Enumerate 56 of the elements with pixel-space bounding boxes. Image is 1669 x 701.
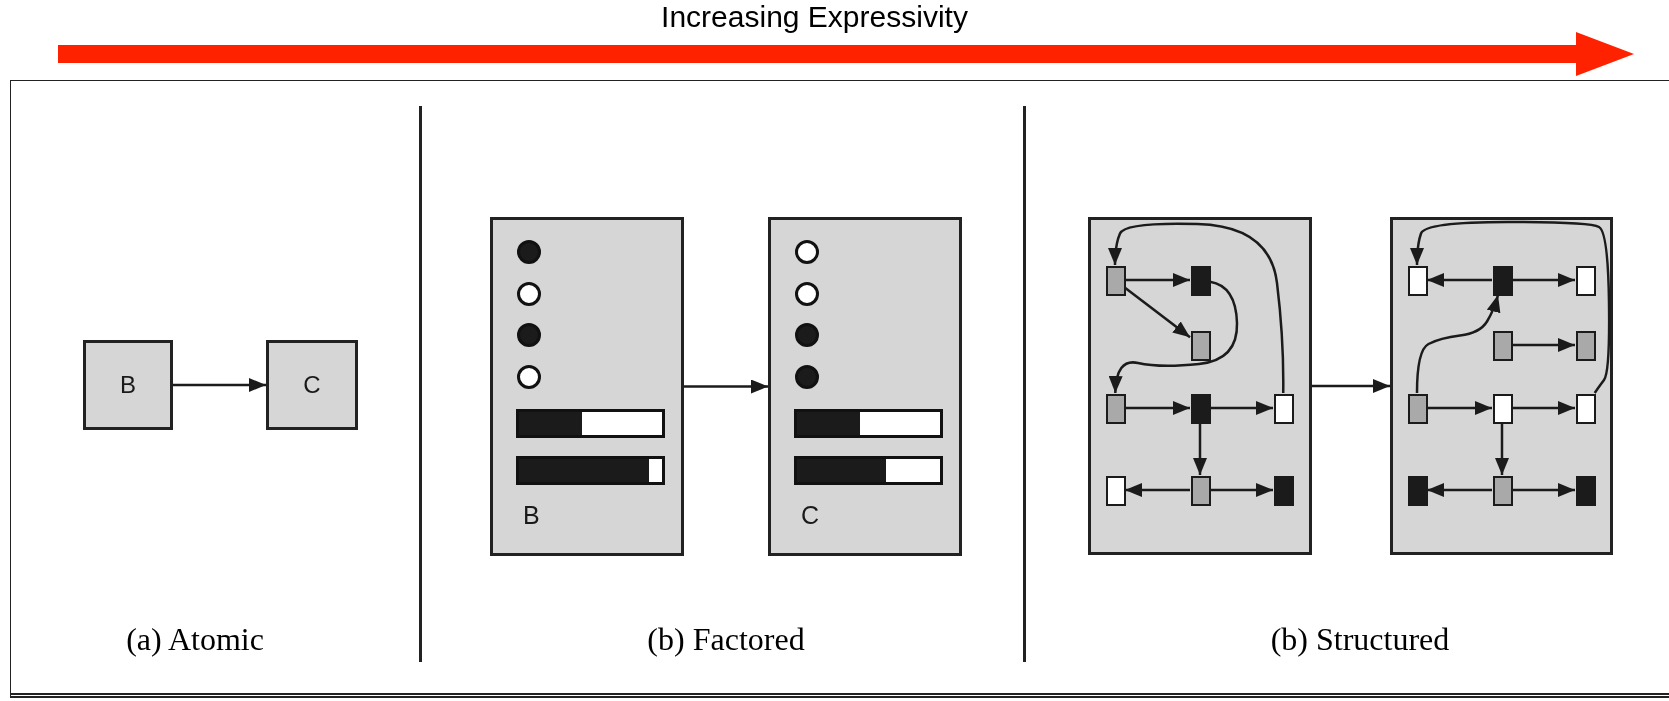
state-square	[1191, 394, 1211, 424]
arrow	[1512, 338, 1575, 352]
state-square	[1408, 476, 1428, 506]
state-square	[1493, 266, 1513, 296]
state-square	[1493, 394, 1513, 424]
state-square	[1576, 476, 1596, 506]
state-square	[1493, 476, 1513, 506]
arrow	[1512, 401, 1575, 415]
state-box	[83, 340, 173, 430]
arrow	[173, 378, 266, 392]
state-square	[1191, 266, 1211, 296]
arrow	[1415, 294, 1501, 393]
state-panel	[768, 217, 962, 556]
state-box	[266, 340, 358, 430]
arrow	[1427, 401, 1492, 415]
panel-caption: (a) Atomic	[125, 620, 265, 658]
state-square	[1408, 266, 1428, 296]
node-letter: B	[120, 371, 136, 399]
arrow	[1427, 273, 1492, 287]
state-square	[1274, 476, 1294, 506]
panel-caption: (b) Factored	[646, 620, 806, 658]
state-square	[1576, 394, 1596, 424]
node-letter: C	[801, 501, 820, 529]
arrow	[1210, 401, 1273, 415]
state-square	[1576, 331, 1596, 361]
axis-title: Increasing Expressivity	[660, 0, 969, 34]
state-square	[1493, 331, 1513, 361]
arrow	[1512, 483, 1575, 497]
state-square	[1106, 266, 1126, 296]
state-square	[1106, 394, 1126, 424]
state-square	[1191, 331, 1211, 361]
structure-panel	[1088, 217, 1312, 555]
arrow	[1410, 220, 1611, 394]
arrow	[1108, 222, 1285, 393]
state-square	[1191, 476, 1211, 506]
arrow	[1193, 423, 1207, 475]
state-square	[1576, 266, 1596, 296]
arrow	[1124, 286, 1191, 339]
node-letter: C	[303, 371, 321, 399]
arrow	[1125, 401, 1190, 415]
arrow	[1312, 379, 1390, 393]
arrow	[1512, 273, 1575, 287]
arrow	[1210, 483, 1273, 497]
arrow	[684, 379, 768, 394]
state-square	[1408, 394, 1428, 424]
structure-panel	[1390, 217, 1613, 555]
arrow	[1125, 483, 1190, 497]
panel-caption: (b) Structured	[1269, 620, 1451, 658]
arrow	[1109, 280, 1239, 394]
node-letter: B	[523, 501, 540, 529]
state-square	[1274, 394, 1294, 424]
arrow	[1125, 273, 1190, 287]
state-panel	[490, 217, 684, 556]
arrow	[1495, 423, 1509, 475]
state-square	[1106, 476, 1126, 506]
arrow	[1427, 483, 1492, 497]
